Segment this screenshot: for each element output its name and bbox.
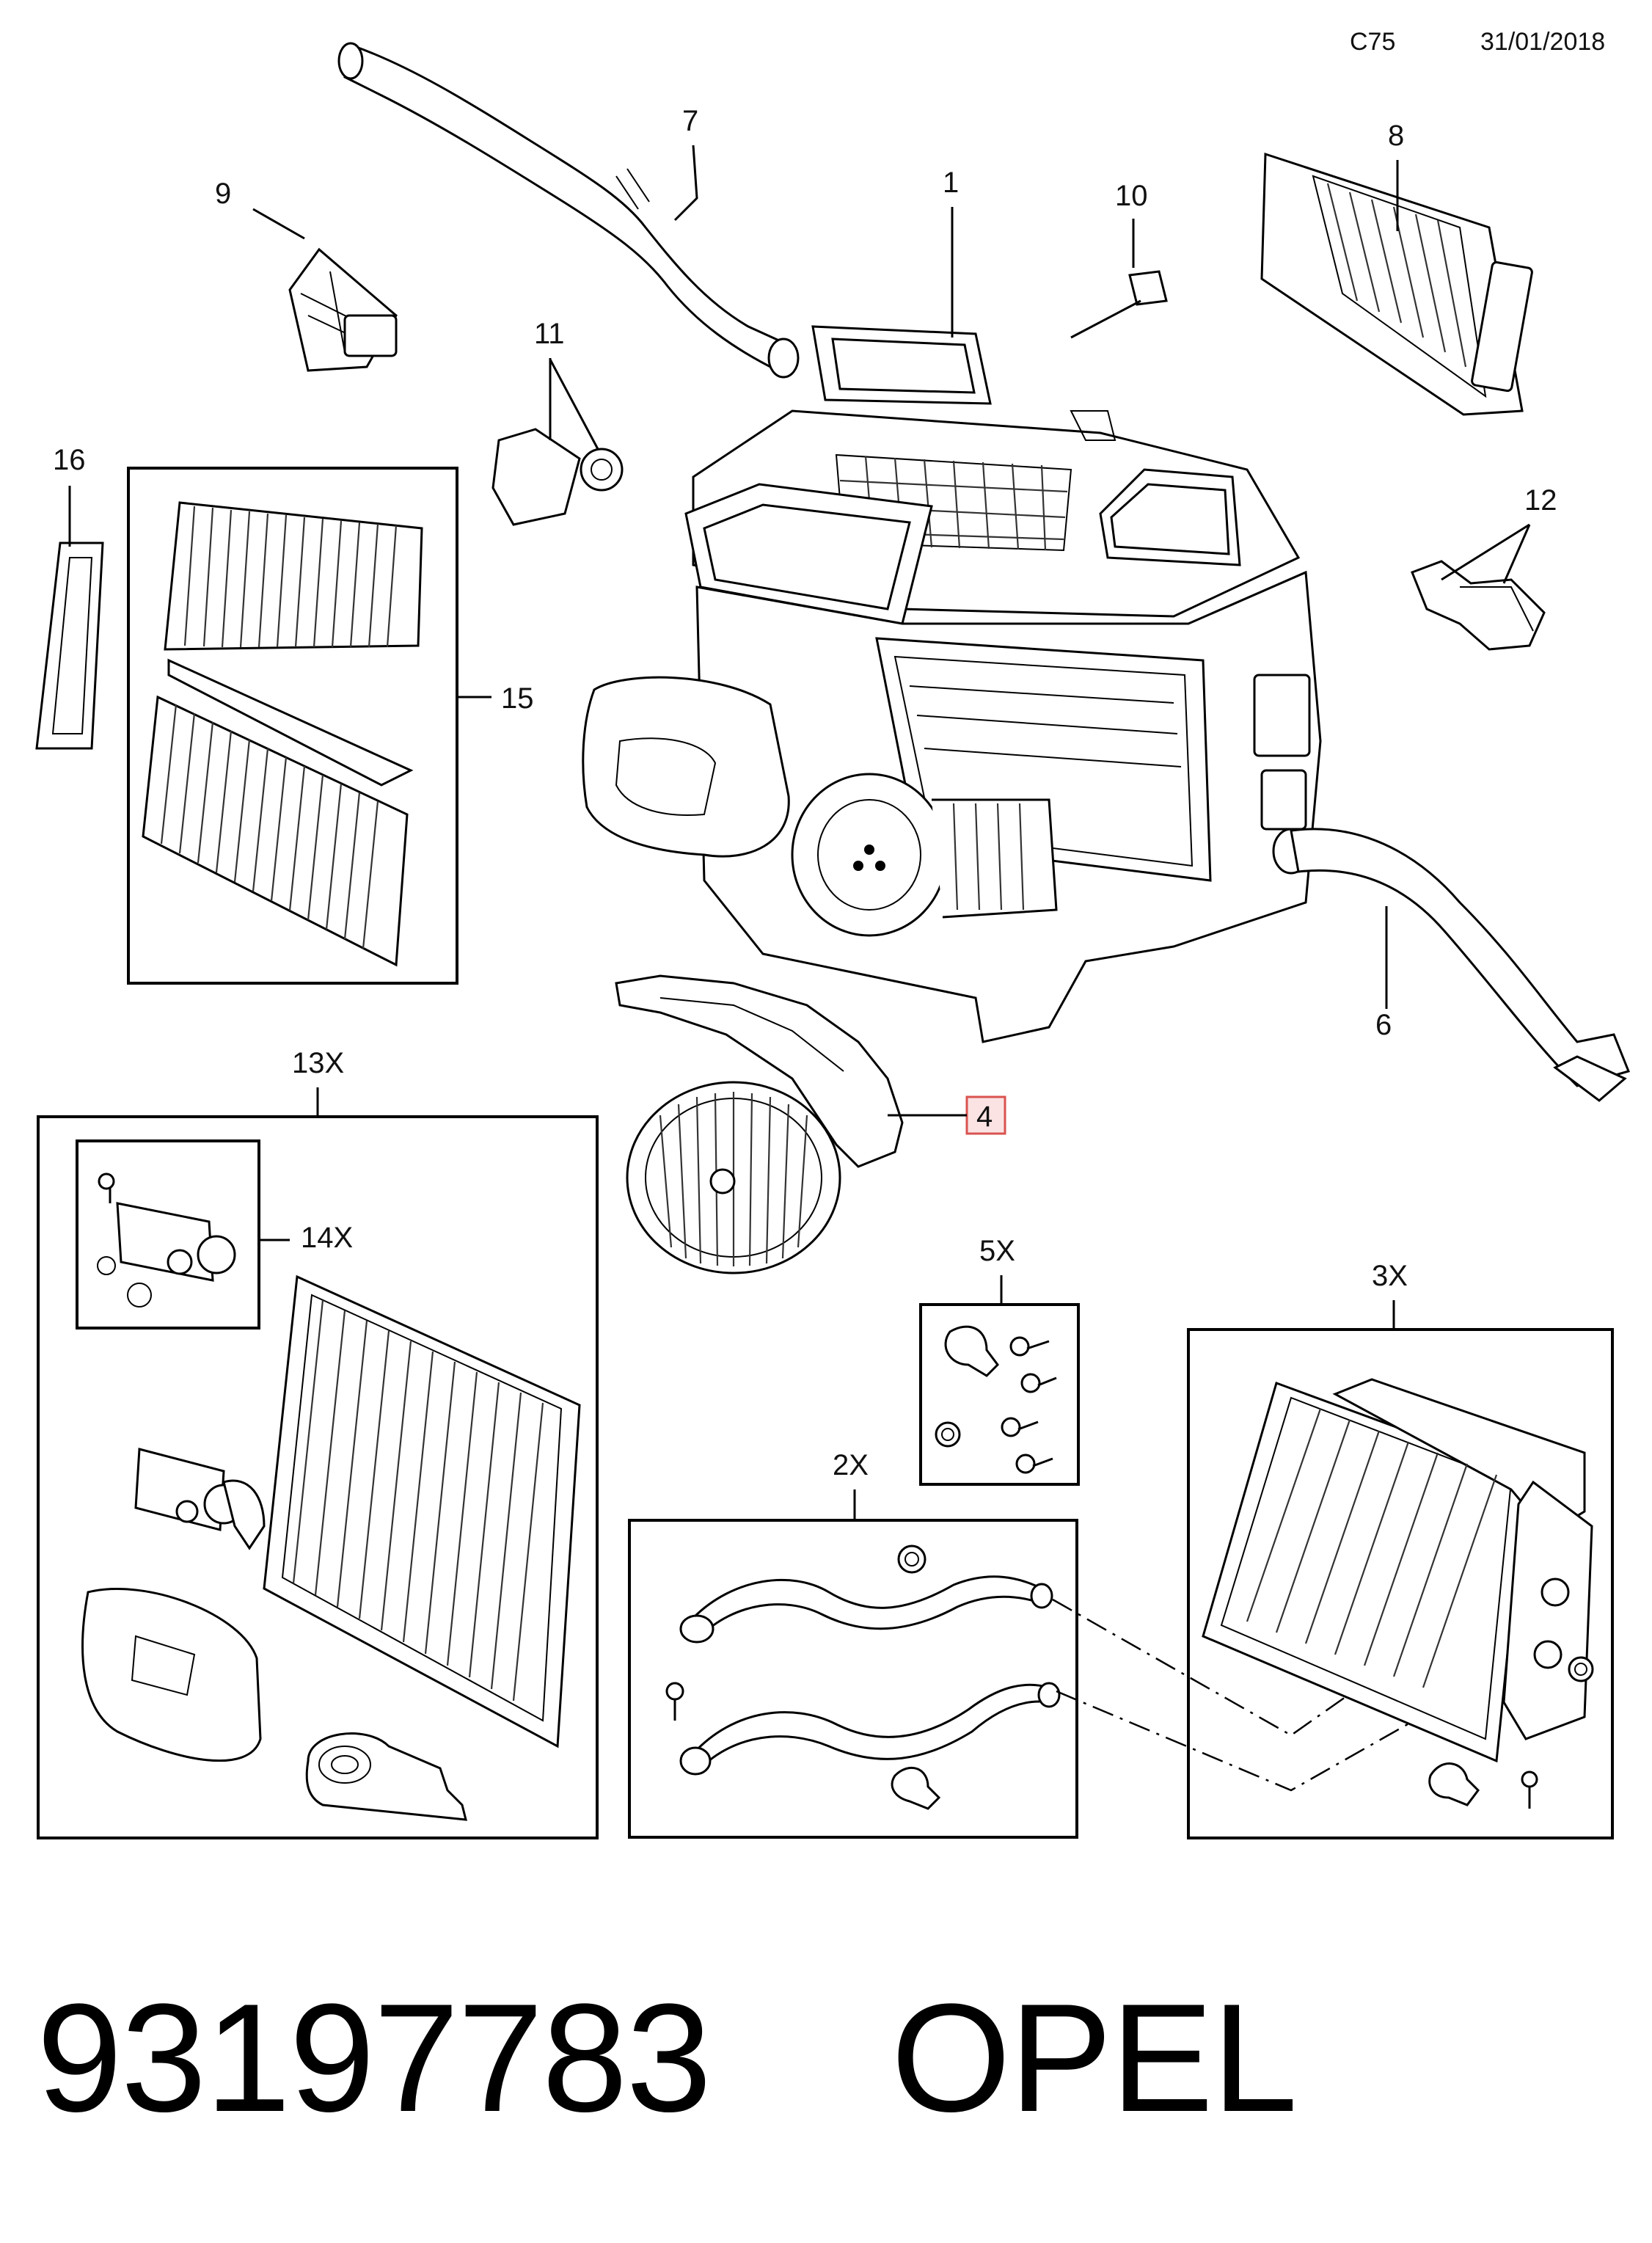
part-13x-evaporator[interactable] bbox=[81, 1274, 581, 1821]
label-1: 1 bbox=[943, 167, 959, 199]
label-13x: 13X bbox=[292, 1047, 344, 1079]
part-8-heater-core[interactable] bbox=[1260, 152, 1533, 416]
label-3x: 3X bbox=[1372, 1260, 1408, 1292]
label-2x: 2X bbox=[833, 1449, 869, 1481]
label-16: 16 bbox=[53, 444, 86, 476]
label-9: 9 bbox=[215, 178, 231, 210]
part-2x-frame bbox=[628, 1519, 1078, 1839]
header-code: C75 bbox=[1350, 28, 1395, 56]
part-4-blower-motor[interactable] bbox=[615, 974, 904, 1274]
brand-name: OPEL bbox=[891, 1972, 1298, 2144]
part-5x-frame bbox=[919, 1303, 1080, 1486]
label-7: 7 bbox=[682, 105, 698, 137]
part-3x-heater-core[interactable] bbox=[1202, 1378, 1594, 1809]
label-4: 4 bbox=[976, 1101, 993, 1133]
part-14x-frame bbox=[76, 1139, 260, 1330]
part-15-cabin-filter[interactable] bbox=[142, 501, 423, 967]
part-15-frame bbox=[127, 467, 458, 985]
part-16-seal[interactable] bbox=[35, 541, 104, 750]
part-1-hvac-housing[interactable] bbox=[582, 325, 1322, 1043]
part-2x-hoses[interactable] bbox=[665, 1544, 1061, 1810]
part-6-hose[interactable] bbox=[1272, 828, 1631, 1102]
label-11: 11 bbox=[534, 318, 565, 350]
part-3x-frame bbox=[1187, 1328, 1614, 1839]
header-date: 31/01/2018 bbox=[1480, 28, 1605, 56]
part-11-actuator[interactable] bbox=[491, 428, 624, 526]
label-6: 6 bbox=[1375, 1009, 1392, 1041]
label-5x: 5X bbox=[979, 1235, 1015, 1267]
part-13x-frame bbox=[37, 1115, 599, 1839]
footer: 93197783 OPEL bbox=[37, 1972, 1298, 2144]
label-8: 8 bbox=[1388, 120, 1404, 152]
part-10-sensor[interactable] bbox=[1070, 270, 1168, 339]
part-number: 93197783 bbox=[37, 1972, 712, 2144]
part-5x-hardware[interactable] bbox=[935, 1325, 1057, 1474]
label-10: 10 bbox=[1115, 180, 1148, 212]
label-12: 12 bbox=[1524, 484, 1557, 517]
label-14x: 14X bbox=[301, 1222, 353, 1254]
part-7-hose[interactable] bbox=[337, 42, 800, 379]
part-9-resistor[interactable] bbox=[288, 247, 398, 372]
label-15: 15 bbox=[501, 682, 534, 715]
part-14x-expansion-valve[interactable] bbox=[97, 1172, 236, 1307]
part-12-actuator[interactable] bbox=[1411, 560, 1546, 651]
